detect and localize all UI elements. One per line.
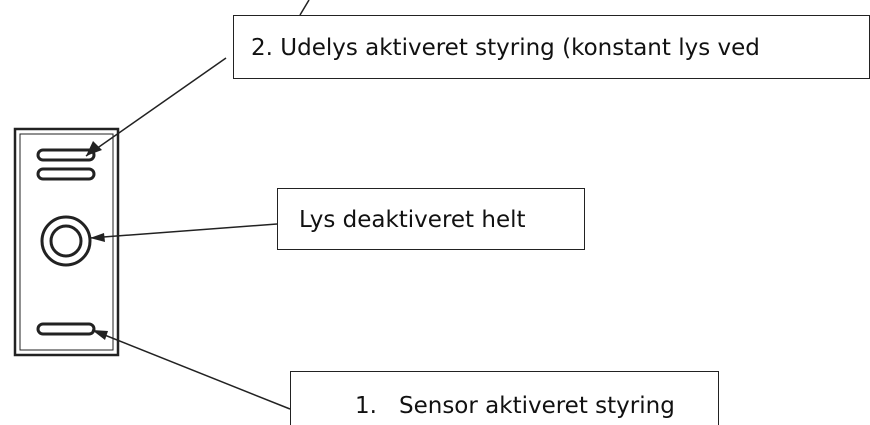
- label-box-off: Lys deaktiveret helt: [277, 188, 585, 250]
- off-circle-icon-inner: [49, 224, 83, 258]
- switch-panel-inner-edge: [19, 133, 114, 351]
- off-circle-icon-outer: [40, 215, 92, 267]
- double-bar-icon-top: [36, 148, 96, 162]
- top-connector-line: [299, 0, 310, 16]
- leader-line-off: [89, 223, 278, 239]
- label-mode-2: 2. Udelys aktiveret styring (konstant ly…: [251, 35, 760, 61]
- label-box-mode-1: 1. Sensor aktiveret styring: [290, 371, 719, 425]
- single-bar-icon: [36, 322, 96, 336]
- leader-line-mode-1: [91, 329, 291, 410]
- arrowhead-off: [90, 233, 105, 242]
- leader-line-mode-2: [85, 57, 227, 157]
- arrowhead-mode-1: [92, 330, 108, 340]
- label-box-mode-2: 2. Udelys aktiveret styring (konstant ly…: [233, 15, 870, 79]
- label-mode-1: Sensor aktiveret styring: [399, 393, 675, 419]
- label-mode-1-number: 1.: [355, 393, 377, 419]
- arrowhead-mode-2: [86, 141, 102, 156]
- label-off: Lys deaktiveret helt: [299, 207, 526, 233]
- double-bar-icon-bottom: [36, 167, 96, 181]
- switch-panel: [13, 127, 120, 357]
